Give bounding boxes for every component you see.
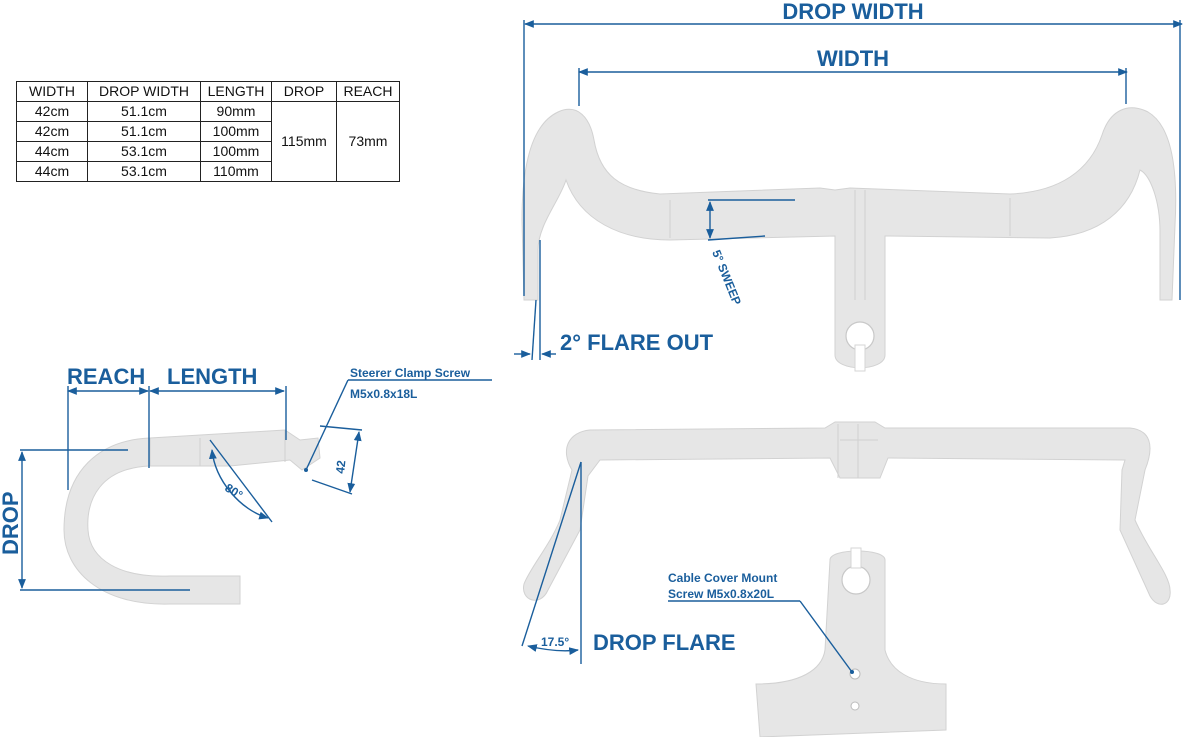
table-row: 44cm 53.1cm 110mm (16, 161, 400, 182)
flare-out-label: 2° FLARE OUT (560, 330, 714, 355)
stem-top-detail (755, 547, 947, 737)
reach-label: REACH (67, 364, 145, 389)
sweep-label: 5° SWEEP (709, 248, 744, 307)
table-row: 42cm 51.1cm 90mm 115mm 73mm (16, 101, 400, 182)
drop-width-label: DROP WIDTH (782, 0, 923, 24)
table-cell-length: 110mm (200, 161, 272, 182)
side-view-handlebar (63, 429, 321, 605)
steerer-clamp-spec: M5x0.8x18L (350, 387, 417, 401)
table-row: 42cm 51.1cm 100mm (16, 121, 400, 142)
table-cell-drop-width: 51.1cm (87, 121, 201, 142)
cable-cover-title: Cable Cover Mount (668, 571, 777, 585)
table-cell-width: 44cm (16, 161, 88, 182)
drop-label: DROP (0, 491, 23, 555)
drop-width-dimension (523, 20, 1183, 300)
reach-length-dimension (67, 386, 287, 490)
reach-value: 73mm (348, 133, 388, 149)
clamp-42-label: 42 (333, 459, 348, 474)
flare-out-dimension (514, 240, 556, 361)
geometry-spec-table: WIDTH DROP WIDTH LENGTH DROP REACH 42cm … (16, 81, 400, 182)
angle-80-label: 80° (222, 481, 245, 503)
drop-flare-dimension (521, 461, 582, 664)
width-dimension (578, 68, 1128, 106)
steerer-clamp-title: Steerer Clamp Screw (350, 366, 471, 380)
table-cell-reach: 73mm (336, 101, 400, 182)
clamp-42-dimension (311, 425, 363, 495)
drop-flare-label: DROP FLARE (593, 630, 736, 655)
table-cell-drop: 115mm (271, 101, 337, 182)
table-header-cell: REACH (336, 81, 400, 102)
length-label: LENGTH (167, 364, 257, 389)
drop-dimension (18, 449, 190, 591)
table-header-cell: DROP (271, 81, 337, 102)
cable-cover-spec: Screw M5x0.8x20L (668, 587, 774, 601)
drop-value: 115mm (281, 133, 327, 149)
steerer-clamp-leader (304, 379, 492, 472)
front-view-handlebar (521, 107, 1177, 372)
table-header-row: WIDTH DROP WIDTH LENGTH DROP REACH (16, 81, 400, 102)
width-label: WIDTH (817, 46, 889, 71)
cable-cover-leader (668, 600, 854, 674)
top-view-handlebar (523, 421, 1171, 605)
angle-80-dimension (208, 439, 273, 523)
table-cell-drop-width: 53.1cm (87, 161, 201, 182)
table-cell-length: 100mm (200, 141, 272, 162)
drop-flare-angle-label: 17.5° (541, 635, 569, 649)
sweep-dimension (706, 199, 795, 241)
